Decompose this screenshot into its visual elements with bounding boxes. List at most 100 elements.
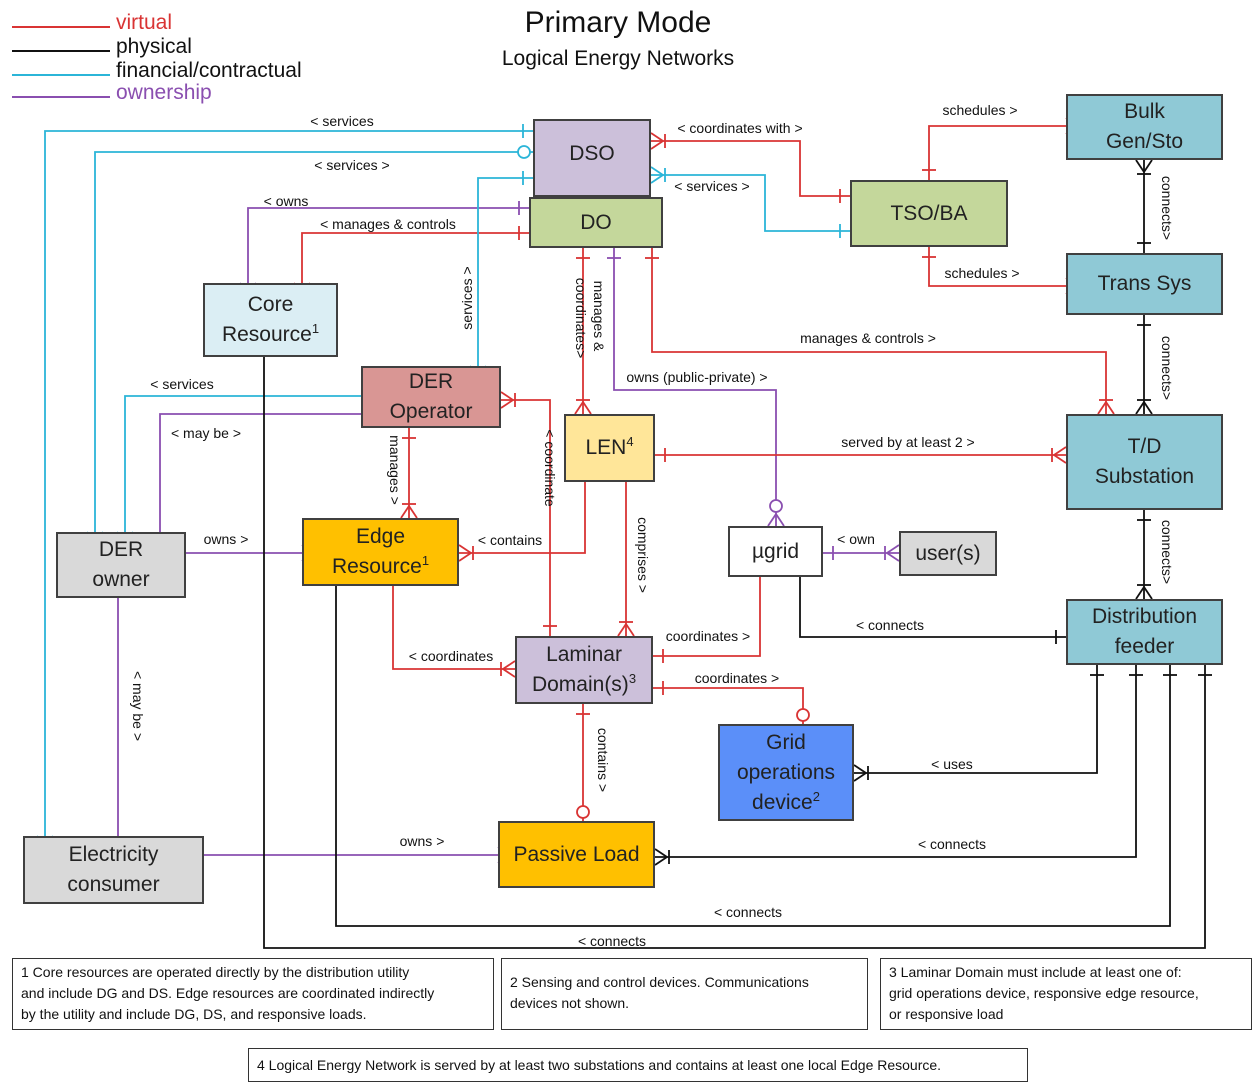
bulk-label-1: Bulk [1124, 100, 1165, 123]
connector-6 [928, 125, 1066, 180]
page-subtitle: Logical Energy Networks [501, 47, 735, 70]
footnote-2-line-1: 2 Sensing and control devices. Communica… [510, 974, 809, 990]
cardinality-marker-16 [1135, 159, 1153, 175]
users-box: user(s) [899, 531, 997, 576]
relation-label-owns-bottom: owns > [400, 833, 445, 849]
relation-label-services-mid: < services > [314, 157, 389, 173]
der-owner-label-1: DER [98, 538, 144, 561]
cardinality-marker-25 [574, 399, 592, 415]
cardinality-marker-64 [654, 848, 670, 866]
footnote-4: 4 Logical Energy Network is served by at… [248, 1048, 1028, 1082]
footnote-1-line-3: by the utility and include DG, DS, and r… [21, 1006, 367, 1022]
cardinality-marker-58 [853, 764, 869, 782]
cardinality-marker-19 [1135, 399, 1153, 415]
connector-21 [459, 482, 586, 554]
connector-29 [854, 665, 1098, 774]
tso-ba-box: TSO/BA [850, 180, 1008, 247]
footnote-3-line-2: grid operations device, responsive edge … [889, 985, 1199, 1001]
connector-14 [651, 248, 1107, 414]
relation-label-served-by: served by at least 2 > [841, 434, 974, 450]
core-label-2: Resource [221, 323, 312, 346]
relation-label-owns-mid: owns > [204, 531, 249, 547]
users-label: user(s) [915, 541, 981, 565]
connector-13 [613, 248, 777, 526]
cardinality-marker-2 [517, 145, 531, 159]
electricity-consumer-box: Electricity consumer [23, 836, 204, 904]
relation-label-schedules-bottom: schedules > [944, 265, 1019, 281]
connector-5 [651, 174, 850, 232]
footnote-1: 1 Core resources are operated directly b… [12, 958, 494, 1030]
relation-label-own-users: < own [837, 531, 875, 547]
core-label-1: Core [247, 293, 294, 316]
cardinality-marker-10 [650, 166, 666, 184]
page-title: Primary Mode [524, 6, 712, 39]
relation-label-services-top: < services [310, 113, 373, 129]
cardinality-marker-36 [500, 391, 516, 409]
td-substation-box: T/D Substation [1066, 414, 1223, 510]
relation-label-connects-3: connects> [1159, 520, 1175, 584]
grid-label-3: device [752, 790, 813, 814]
ugrid-label: µgrid [751, 539, 800, 563]
footnote-2: 2 Sensing and control devices. Communica… [501, 958, 868, 1030]
connector-27 [392, 586, 515, 670]
dist-label-1: Distribution [1091, 605, 1198, 628]
relation-label-contains-passive: contains > [595, 728, 611, 792]
connector-15 [124, 395, 361, 532]
do-label: DO [580, 210, 612, 234]
relation-label-connects-core: < connects [578, 933, 646, 949]
relation-label-manages: manages > [387, 435, 403, 505]
laminar-label-1: Laminar [546, 643, 622, 666]
edge-label-1: Edge [355, 525, 406, 548]
der-operator-label-1: DER [408, 370, 454, 393]
grid-label-2: operations [736, 760, 836, 784]
connector-26 [653, 687, 804, 724]
der-operator-label-2: Operator [389, 400, 473, 423]
relation-label-coordinates-grid: coordinates > [695, 670, 779, 686]
relation-label-uses: < uses [931, 756, 973, 772]
cardinality-marker-42 [458, 544, 474, 562]
edge-resource-box: Edge Resource1 [302, 518, 459, 586]
len-footnote-mark: 4 [626, 434, 634, 449]
relation-label-schedules-top: schedules > [942, 102, 1017, 118]
relation-labels: < services< services >< owns< manages & … [130, 102, 1175, 949]
relation-label-coordinates-edge: < coordinates [409, 648, 493, 664]
relation-label-owns-public-private: owns (public-private) > [626, 369, 767, 385]
der-operator-box: DER Operator [361, 366, 501, 428]
tso-ba-label: TSO/BA [890, 201, 968, 225]
der-owner-box: DER owner [56, 532, 186, 598]
connector-11 [477, 177, 533, 366]
footnote-1-line-1: 1 Core resources are operated directly b… [21, 964, 410, 980]
connector-24 [799, 577, 1066, 638]
footnote-3-line-1: 3 Laminar Domain must include at least o… [889, 964, 1182, 980]
relation-label-may-be-top: < may be > [171, 425, 241, 441]
connector-4 [651, 140, 850, 197]
connector-2 [247, 207, 529, 283]
cardinality-marker-21 [1135, 584, 1153, 600]
dso-label: DSO [569, 142, 615, 165]
laminar-footnote-mark: 3 [628, 671, 637, 686]
relation-label-connects-1: connects> [1159, 176, 1175, 240]
relation-label-connects-ugrid: < connects [856, 617, 924, 633]
connector-33 [335, 586, 1171, 927]
distribution-feeder-box: Distribution feeder [1066, 599, 1223, 665]
dist-label-2: feeder [1114, 635, 1175, 658]
connector-7 [928, 247, 1066, 287]
relation-label-manages-coordinates-b: coordinates> [573, 278, 589, 359]
relation-label-owns-top: < owns [264, 193, 309, 209]
connector-34 [263, 357, 1206, 949]
bulk-gen-sto-box: Bulk Gen/Sto [1066, 94, 1223, 160]
cardinality-marker-53 [796, 708, 810, 722]
footnote-4-text: 4 Logical Energy Network is served by at… [257, 1057, 942, 1073]
relation-label-manages-coordinates-a: manages & [591, 281, 607, 352]
cardinality-marker-35 [400, 503, 418, 519]
relation-label-contains-edge: < contains [478, 532, 542, 548]
electricity-label-1: Electricity [68, 843, 159, 866]
electricity-label-2: consumer [67, 873, 160, 896]
relation-label-services-right: < services > [674, 178, 749, 194]
relation-label-may-be-bottom: < may be > [130, 671, 146, 741]
edge-label-2: Resource [331, 555, 422, 578]
relation-label-connects-2: connects> [1159, 336, 1175, 400]
connector-18 [501, 399, 551, 636]
der-owner-label-2: owner [92, 568, 150, 591]
relation-label-coordinates-ugrid: coordinates > [666, 628, 750, 644]
